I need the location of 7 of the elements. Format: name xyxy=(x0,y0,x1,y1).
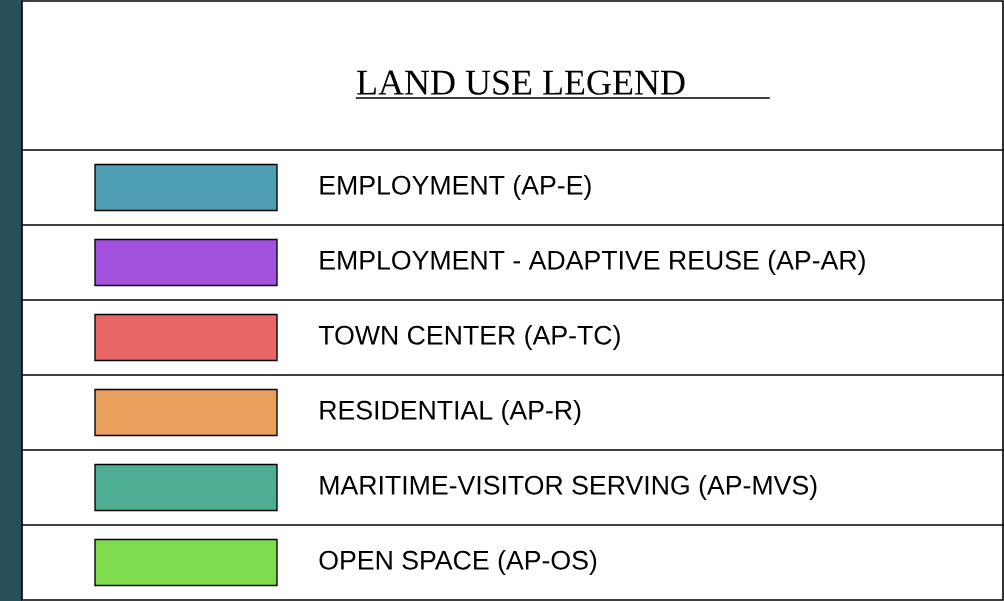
legend-label: RESIDENTIAL (AP-R) xyxy=(320,400,581,425)
legend-title: LAND USE LEGEND xyxy=(357,70,685,95)
legend-label: EMPLOYMENT (AP-E) xyxy=(320,175,591,200)
legend-label: OPEN SPACE (AP-OS) xyxy=(319,550,597,575)
legend-label: EMPLOYMENT - ADAPTIVE REUSE (AP-AR) xyxy=(320,250,865,275)
legend-label: TOWN CENTER (AP-TC) xyxy=(318,325,620,350)
legend-label: MARITIME-VISITOR SERVING (AP-MVS) xyxy=(320,475,817,500)
